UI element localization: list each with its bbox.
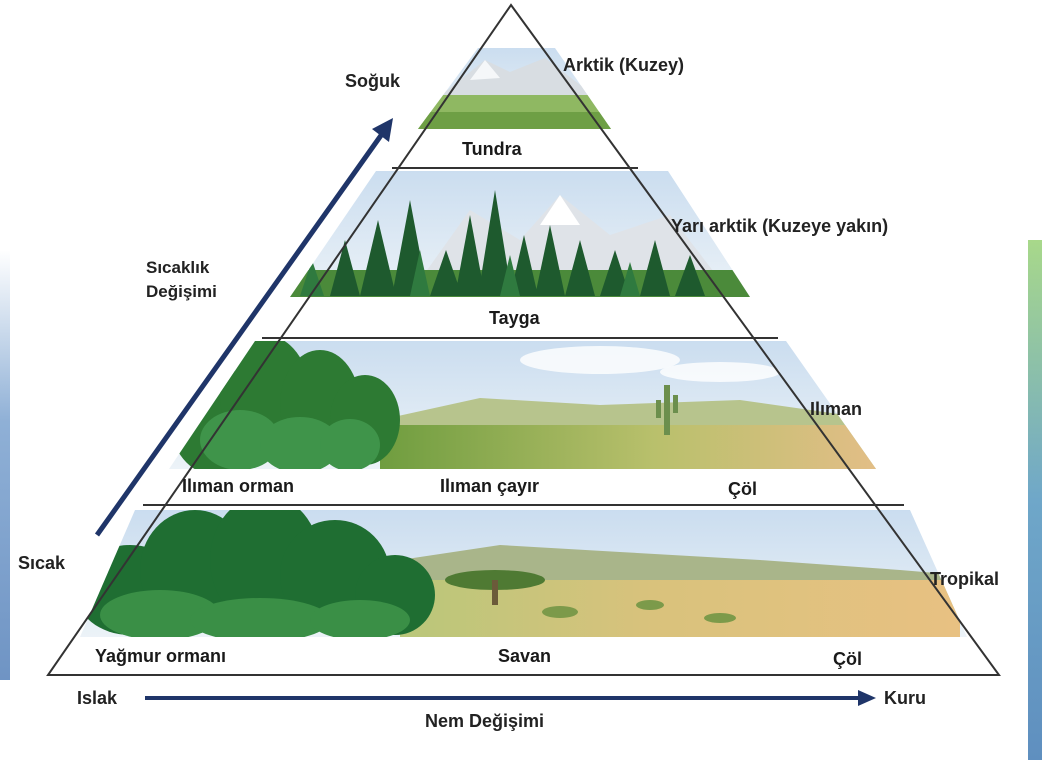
biome-label-savanna: Savan (498, 647, 551, 665)
zone-label-subarctic: Yarı arktik (Kuzeye yakın) (671, 217, 888, 235)
moisture-arrow (145, 690, 876, 706)
biome-label-rainforest: Yağmur ormanı (95, 647, 226, 665)
moisture-axis-title: Nem Değişimi (425, 712, 544, 730)
biome-label-tropical-desert: Çöl (833, 650, 862, 668)
biome-label-temperate-desert: Çöl (728, 480, 757, 498)
biome-label-temperate-grassland: Ilıman çayır (440, 477, 539, 495)
moisture-wet-label: Islak (77, 689, 117, 707)
temperature-hot-label: Sıcak (18, 554, 65, 572)
temperature-axis-title-line1: Sıcaklık (146, 259, 209, 276)
zone-label-tropical: Tropikal (930, 570, 999, 588)
moisture-dry-label: Kuru (884, 689, 926, 707)
temperature-cold-label: Soğuk (345, 72, 400, 90)
biome-label-taiga: Tayga (489, 309, 540, 327)
temperature-axis-title-line2: Değişimi (146, 283, 217, 300)
tropical-scene (70, 495, 970, 645)
zone-label-arctic: Arktik (Kuzey) (563, 56, 684, 74)
biome-label-tundra: Tundra (462, 140, 522, 158)
zone-label-temperate: Ilıman (810, 400, 862, 418)
biome-label-temperate-forest: Ilıman orman (182, 477, 294, 495)
